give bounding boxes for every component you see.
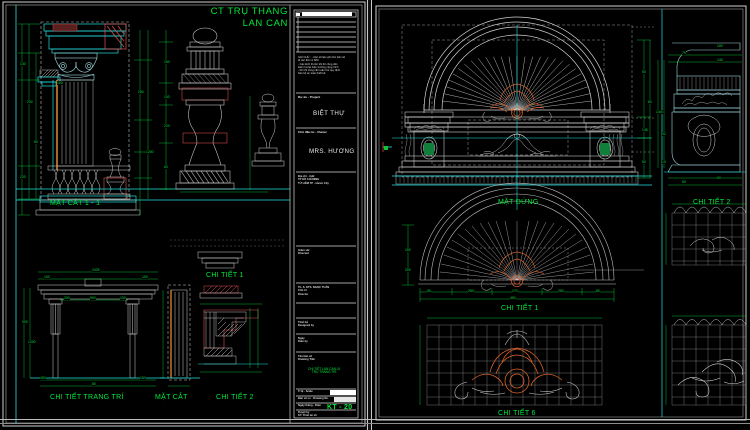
view-label-chi-tiet-2: CHI TIẾT 2 — [216, 394, 254, 401]
view-label-chi-tiet-trang-tri: CHI TIẾT TRANG TRÍ — [50, 394, 124, 401]
tb-footer-label: Bản vẽ số - Drawing No. — [298, 397, 329, 400]
dim-value: 75 — [682, 51, 686, 55]
view-label-chi-tiet-1-right: CHI TIẾT 1 — [501, 305, 539, 312]
view-label-mat-dung: MẶT ĐỨNG — [498, 199, 539, 206]
sheet-left: CT TRỤ THANG LAN CAN MẶT CẮT 1 - 1 CHI T… — [0, 0, 368, 430]
right-sheet-vector — [375, 5, 747, 421]
bottom-rule-1 — [0, 419, 750, 420]
dim-value: 100 — [44, 275, 50, 279]
dim-value: 220 — [20, 175, 26, 179]
title-block-notes: GHI CHÚ : - Các số liệu ghi trên bản vẽ … — [298, 56, 346, 76]
dim-value: 450 — [40, 376, 46, 380]
dim-value: 145 — [642, 128, 648, 132]
dim-value: 60 — [717, 176, 721, 180]
tb-footer-label: Ngày tháng - Date — [298, 404, 321, 407]
dim-value: 100 — [120, 296, 126, 300]
dim-value: 52 — [662, 132, 666, 136]
view-label-chi-tiet-1: CHI TIẾT 1 — [206, 272, 244, 279]
left-sheet-vector — [2, 1, 366, 427]
dim-value: 250 — [138, 90, 144, 94]
dim-value: 1440 — [656, 110, 664, 114]
bottom-rule-2 — [0, 423, 750, 424]
tb-row-label: Th. S. KTS. NGỌC TUẤN Chủ trì Director — [298, 286, 330, 296]
tb-footer-label: Tỉ lệ - Scale — [298, 390, 313, 393]
tb-row-label: Chủ đầu tư - Owner — [298, 130, 327, 134]
tb-row-label: Tên bản vẽ Drawing Title — [298, 355, 315, 362]
view-label-chi-tiet-2-right: CHI TIẾT 2 — [693, 199, 731, 206]
dim-value: 1200 — [146, 150, 154, 154]
dim-value: 140 — [717, 58, 723, 62]
dim-value: 450 — [510, 296, 516, 300]
dim-value: 10 — [662, 160, 666, 164]
dim-value: 100 — [717, 44, 723, 48]
dim-value: 130 — [20, 62, 26, 66]
dim-value: 150 — [140, 376, 146, 380]
dim-value: 200 — [27, 100, 33, 104]
dim-value: 200 — [405, 268, 411, 272]
divider-rule-right — [371, 0, 372, 430]
dim-value: 100 — [57, 81, 63, 85]
sheet-right: MẶT ĐỨNG CHI TIẾT 1 CHI TIẾT 6 CHI TIẾT … — [372, 0, 750, 430]
tb-drawing-number: KT - 20 — [327, 404, 353, 411]
dim-value: 80 — [34, 140, 38, 144]
tb-row-label: Ngày Date by — [298, 337, 308, 344]
tb-row-label: Dự án - Project — [298, 95, 321, 99]
dim-value: 250 — [468, 289, 474, 293]
dim-value: 80 — [596, 289, 600, 293]
dim-value: 50 — [682, 180, 686, 184]
dim-value: 300 — [22, 320, 28, 324]
sheet-heading: CT TRỤ THANG LAN CAN — [210, 6, 288, 29]
dim-value: 2425 — [92, 268, 100, 272]
tb-row-label: Địa chỉ - Add TP HỒ CHÍ MINH TỪ LIÊM TP … — [298, 175, 329, 185]
dim-value: 50 — [642, 70, 646, 74]
dim-value: 150 — [164, 60, 170, 64]
sheet-divider — [366, 0, 372, 430]
dim-value: 60 — [164, 165, 168, 169]
tb-row-label: Thiết kế Designed by — [298, 321, 314, 328]
tb-row-value: MRS. HƯƠNG — [309, 148, 355, 155]
view-label-mat-cat-1-1: MẶT CẮT 1 - 1 — [50, 200, 101, 207]
dim-value: 60 — [642, 160, 646, 164]
view-label-mat-cat: MẶT CẮT — [155, 394, 188, 401]
dim-value: 250 — [558, 289, 564, 293]
tb-row-label: Giám sát Directed — [298, 249, 310, 256]
dim-value: 80 — [92, 382, 96, 386]
divider-rule-left — [367, 0, 368, 430]
dim-value: 220 — [164, 124, 170, 128]
dim-value: 150 — [405, 248, 411, 252]
dim-value: 900 — [90, 296, 96, 300]
view-label-chi-tiet-6: CHI TIẾT 6 — [498, 410, 536, 417]
dim-value: 100 — [164, 95, 170, 99]
tb-drawing-title-value: CHI TIẾT LAN CAN 01 TRỤ TRANG TRÍ — [308, 367, 341, 375]
dim-value: 100 — [142, 275, 148, 279]
dim-value: 200 — [64, 296, 70, 300]
tb-footer-date-value: 05/01/2013 — [336, 403, 351, 407]
dim-value: 50 — [427, 289, 431, 293]
dim-value: 170 — [512, 289, 518, 293]
dim-value: 80 — [648, 100, 652, 104]
tb-footer-label: Duyệt by KT. Thiết kế xh — [298, 411, 317, 418]
tb-row-value: BIỆT THỰ — [313, 110, 345, 117]
dim-value: 1200 — [28, 340, 36, 344]
